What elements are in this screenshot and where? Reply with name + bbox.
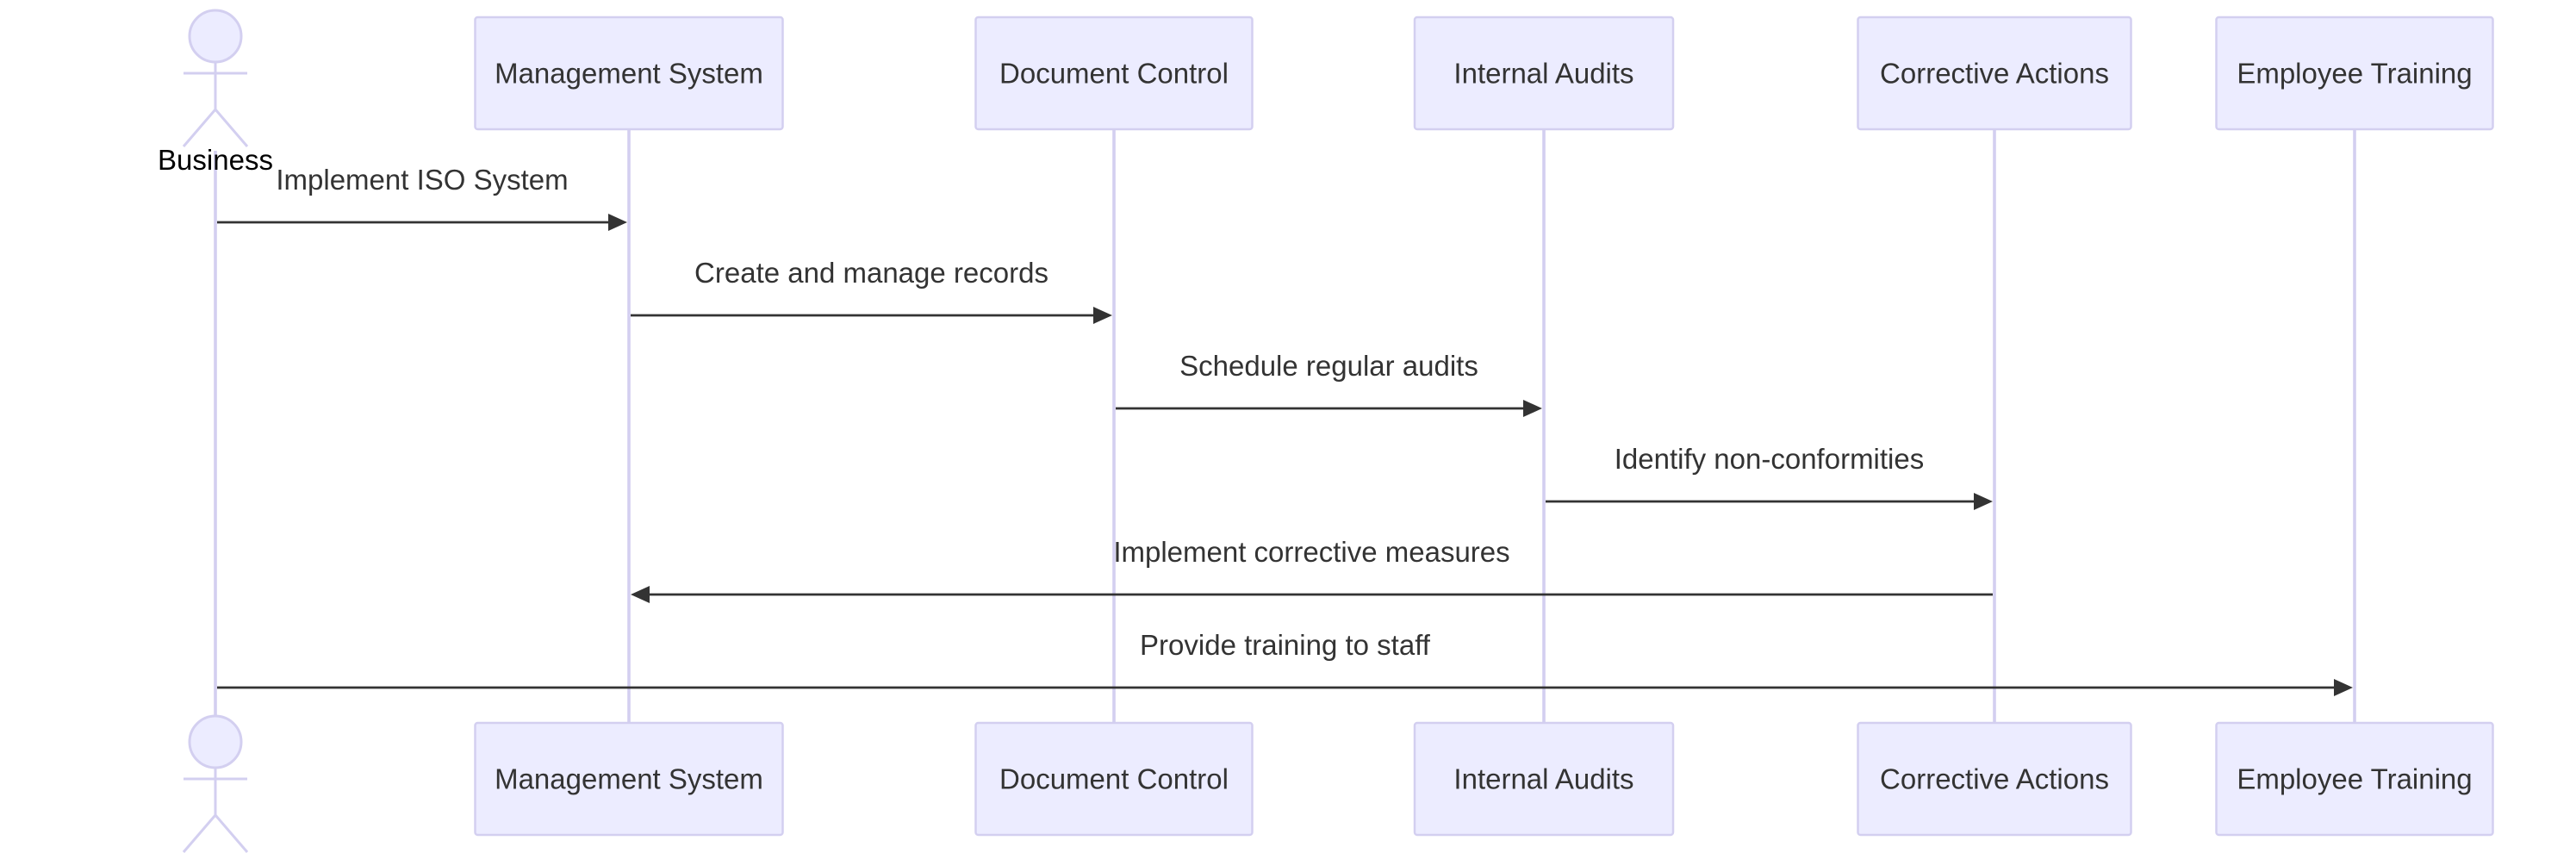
actor-head-icon [188, 9, 243, 64]
participant-label-doc-top: Document Control [999, 58, 1229, 90]
participant-audits-top: Internal Audits [1413, 16, 1675, 131]
participant-label-audits-top: Internal Audits [1453, 58, 1633, 90]
arrowhead-icon [631, 586, 650, 603]
message-label: Create and manage records [694, 257, 1048, 289]
participant-training-bottom: Employee Training [2215, 721, 2494, 837]
participant-doc-bottom: Document Control [974, 721, 1254, 837]
message-label: Implement ISO System [276, 164, 568, 196]
message-label: Schedule regular audits [1179, 350, 1478, 382]
message-label: Implement corrective measures [1113, 536, 1509, 568]
participant-mgmt-top: Management System [474, 16, 784, 131]
participant-box [1413, 721, 1675, 837]
actor-head-icon [188, 714, 243, 769]
participant-label-corrective-top: Corrective Actions [1880, 58, 2109, 90]
message-label: Identify non-conformities [1615, 443, 1925, 475]
participant-corrective-top: Corrective Actions [1857, 16, 2132, 131]
actor-right-leg-icon [214, 109, 249, 147]
message-5: Implement corrective measures [631, 536, 1993, 603]
arrowhead-icon [2334, 679, 2353, 696]
actor-business-bottom: Business [158, 714, 273, 853]
arrowhead-icon [1974, 493, 1993, 510]
participant-box [2215, 16, 2494, 131]
message-2: Create and manage records [631, 257, 1112, 324]
participant-box [474, 721, 784, 837]
participant-box [474, 16, 784, 131]
participant-box [1857, 16, 2132, 131]
actor-label-business-top: Business [158, 144, 273, 176]
actor-left-leg-icon [182, 109, 217, 147]
participant-training-top: Employee Training [2215, 16, 2494, 131]
message-4: Identify non-conformities [1546, 443, 1993, 510]
participant-label-doc-bottom: Document Control [999, 763, 1229, 795]
participant-label-training-bottom: Employee Training [2237, 763, 2472, 795]
participant-doc-top: Document Control [974, 16, 1254, 131]
message-1: Implement ISO System [217, 164, 627, 231]
actor-right-leg-icon [214, 814, 249, 853]
actor-label-business-bottom: Business [158, 850, 273, 853]
actor-business-top: Business [158, 9, 273, 176]
participant-box [1857, 721, 2132, 837]
participant-label-mgmt-top: Management System [495, 58, 763, 90]
message-3: Schedule regular audits [1116, 350, 1542, 417]
participant-label-training-top: Employee Training [2237, 58, 2472, 90]
participant-label-audits-bottom: Internal Audits [1453, 763, 1633, 795]
message-label: Provide training to staff [1140, 629, 1431, 661]
participant-label-corrective-bottom: Corrective Actions [1880, 763, 2109, 795]
participant-box [2215, 721, 2494, 837]
participant-audits-bottom: Internal Audits [1413, 721, 1675, 837]
message-6: Provide training to staff [217, 629, 2353, 696]
arrowhead-icon [1523, 400, 1542, 417]
participant-box [974, 721, 1254, 837]
participant-mgmt-bottom: Management System [474, 721, 784, 837]
participant-box [1413, 16, 1675, 131]
arrowhead-icon [608, 214, 627, 231]
arrowhead-icon [1093, 307, 1112, 324]
participant-box [974, 16, 1254, 131]
actor-left-leg-icon [182, 814, 217, 853]
participant-label-mgmt-bottom: Management System [495, 763, 763, 795]
participant-corrective-bottom: Corrective Actions [1857, 721, 2132, 837]
